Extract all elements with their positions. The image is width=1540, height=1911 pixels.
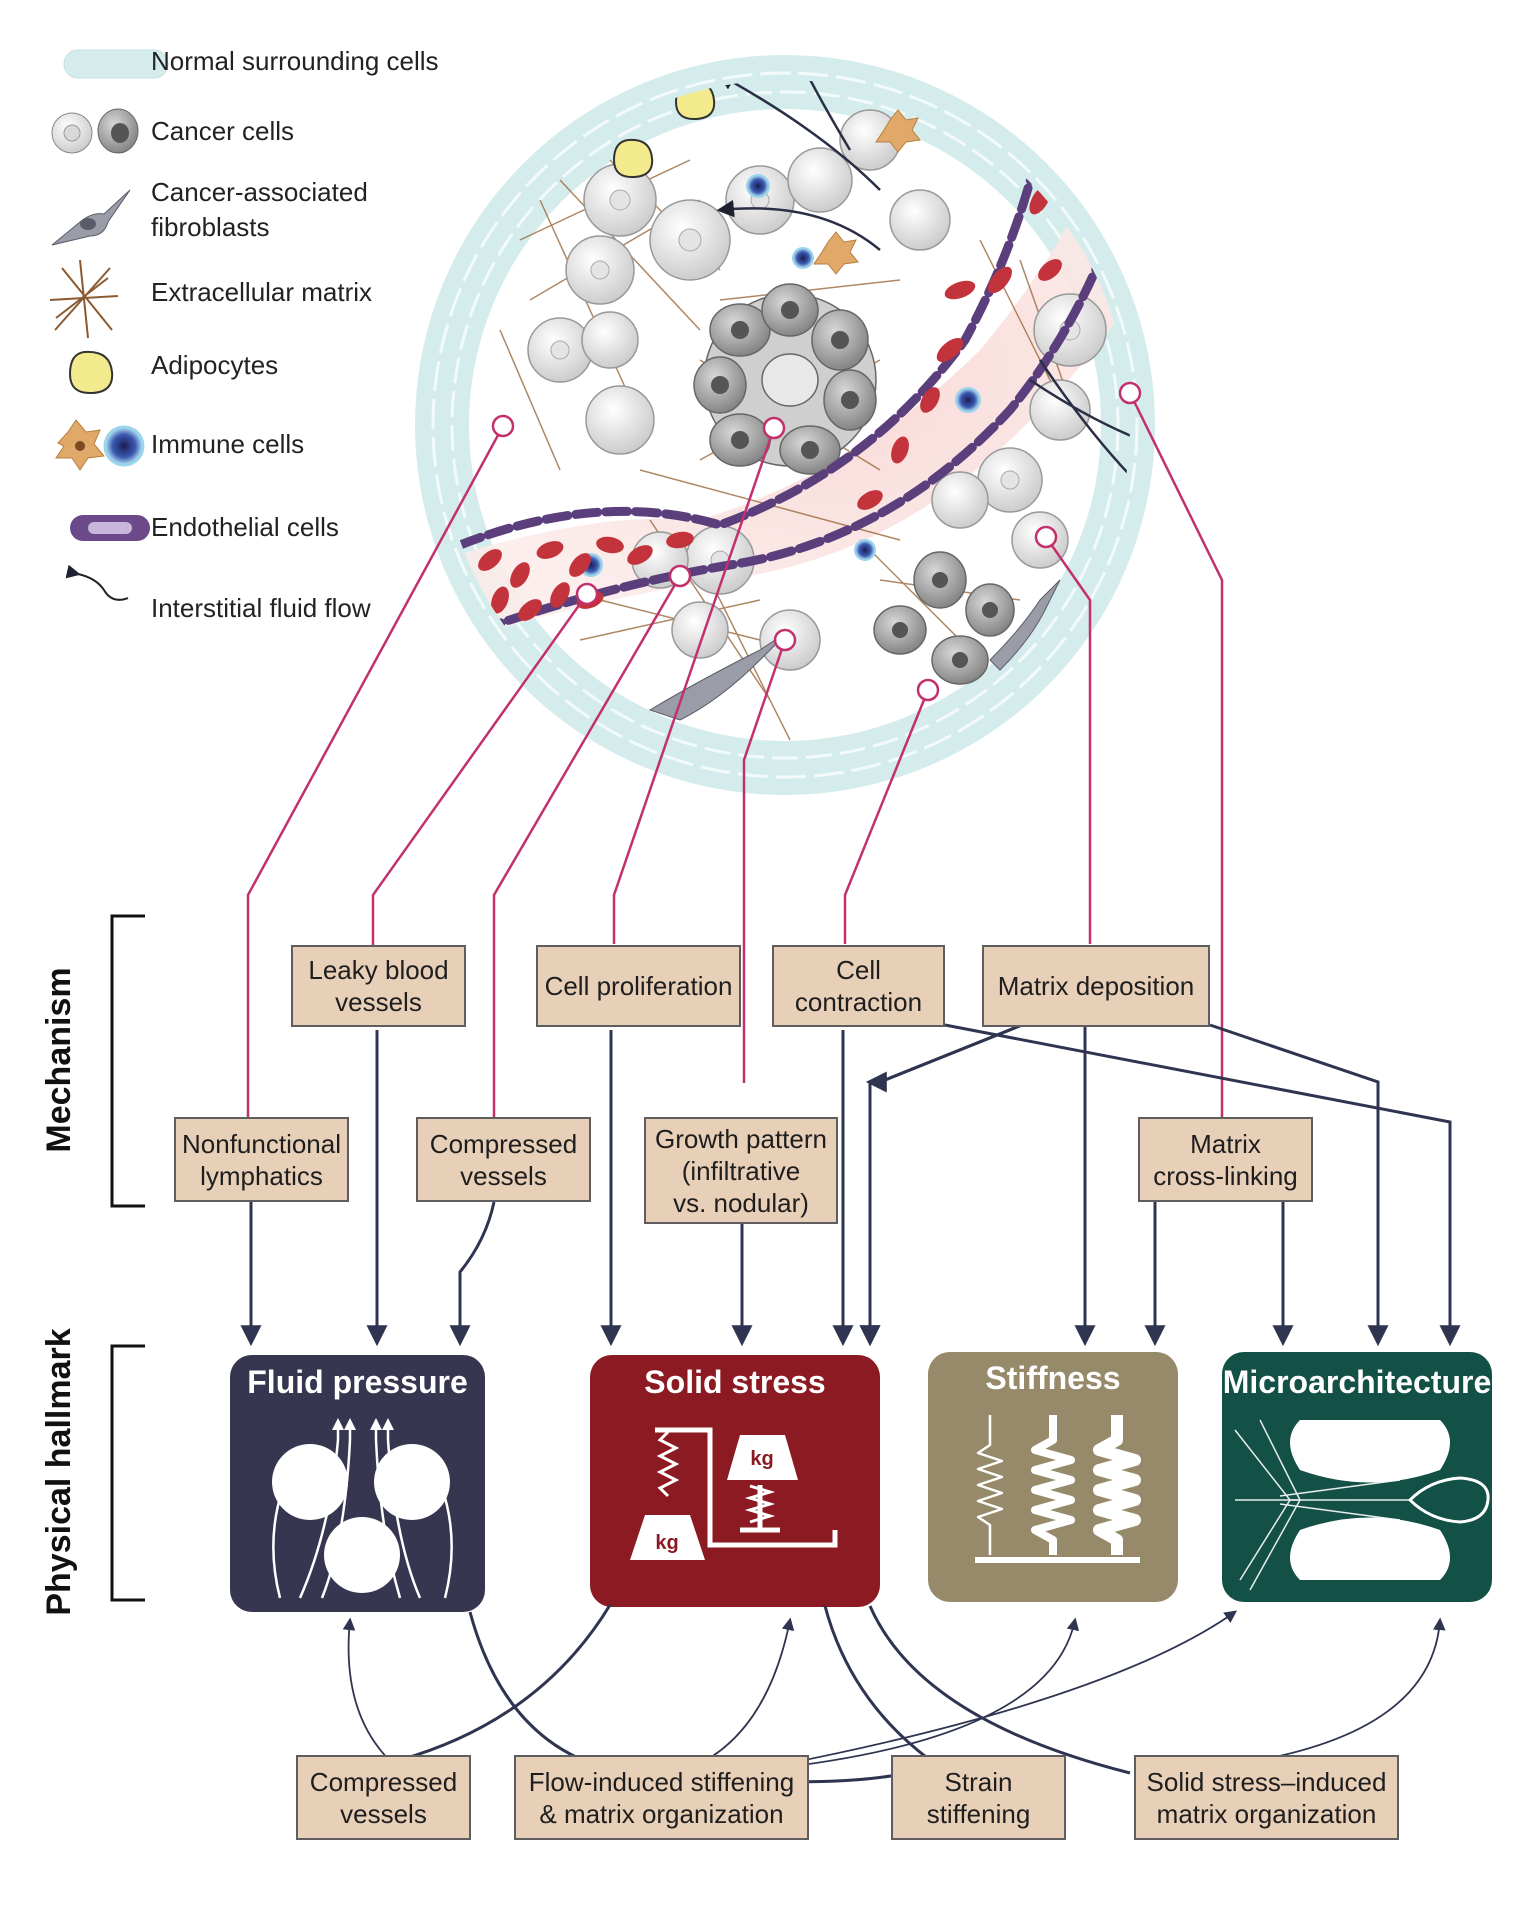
mechanism-side-label: Mechanism <box>40 967 78 1153</box>
ecm-icon <box>49 259 119 339</box>
hallmark-solid-stress: kg kg <box>590 1355 880 1607</box>
hallmark-fluid-pressure <box>230 1355 485 1612</box>
interaction-flow-induced-stiffening: Flow-induced stiffening & matrix organiz… <box>514 1755 809 1840</box>
fluid-flow-icon <box>65 564 129 601</box>
hallmark-title-solid-stress: Solid stress <box>644 1364 826 1400</box>
mechanism-leaky-blood-vessels: Leaky blood vessels <box>291 945 466 1027</box>
hallmark-title-microarchitecture: Microarchitecture <box>1222 1364 1492 1400</box>
endothelial-icon <box>70 515 150 541</box>
kg-weight-label-2: kg <box>750 1448 773 1470</box>
hallmark-title-stiffness: Stiffness <box>985 1360 1121 1396</box>
legend-fluid-flow: Interstitial fluid flow <box>151 593 371 623</box>
connector-circles <box>491 381 1142 702</box>
mechanism-cell-proliferation: Cell proliferation <box>536 945 741 1027</box>
fibroblast-icon <box>51 189 131 246</box>
legend-endothelial-cells: Endothelial cells <box>151 512 339 542</box>
blood-vessels <box>455 85 1130 635</box>
tumor-microenvironment <box>415 55 1155 795</box>
mechanism-matrix-deposition: Matrix deposition <box>982 945 1210 1027</box>
side-brackets <box>110 914 145 1602</box>
legend-cancer-cells: Cancer cells <box>151 116 295 146</box>
legend-fibroblasts: Cancer-associated fibroblasts <box>151 177 368 242</box>
connector-lines <box>246 392 1224 1118</box>
legend-normal-cells: Normal surrounding cells <box>151 46 439 76</box>
hallmark-microarchitecture <box>1222 1352 1492 1602</box>
mechanism-cell-contraction: Cell contraction <box>772 945 945 1027</box>
mechanism-matrix-cross-linking: Matrix cross-linking <box>1138 1117 1313 1202</box>
interaction-compressed-vessels: Compressed vessels <box>296 1755 471 1840</box>
immune-lymphocyte-icon <box>103 425 145 467</box>
interaction-strain-stiffening: Strain stiffening <box>891 1755 1066 1840</box>
mechanism-growth-pattern: Growth pattern (infiltrative vs. nodular… <box>644 1117 838 1224</box>
mechanism-compressed-vessels: Compressed vessels <box>416 1117 591 1202</box>
mechanism-arrows <box>240 1023 1461 1347</box>
kg-weight-label-1: kg <box>655 1532 678 1554</box>
normal-cell-icon <box>63 49 169 79</box>
immune-macrophage-icon <box>55 419 105 471</box>
adipocyte-icon <box>68 350 114 395</box>
legend-adipocytes: Adipocytes <box>151 350 279 380</box>
legend-immune-cells: Immune cells <box>151 429 305 459</box>
legend-ecm: Extracellular matrix <box>151 277 373 307</box>
interaction-solid-stress-induced-matrix: Solid stress–induced matrix organization <box>1134 1755 1399 1840</box>
hallmark-side-label: Physical hallmark <box>40 1328 78 1616</box>
mechanism-nonfunctional-lymphatics: Nonfunctional lymphatics <box>174 1117 349 1202</box>
hallmark-title-fluid-pressure: Fluid pressure <box>247 1364 468 1400</box>
legend-icons <box>49 49 169 601</box>
hallmark-stiffness <box>928 1352 1178 1602</box>
